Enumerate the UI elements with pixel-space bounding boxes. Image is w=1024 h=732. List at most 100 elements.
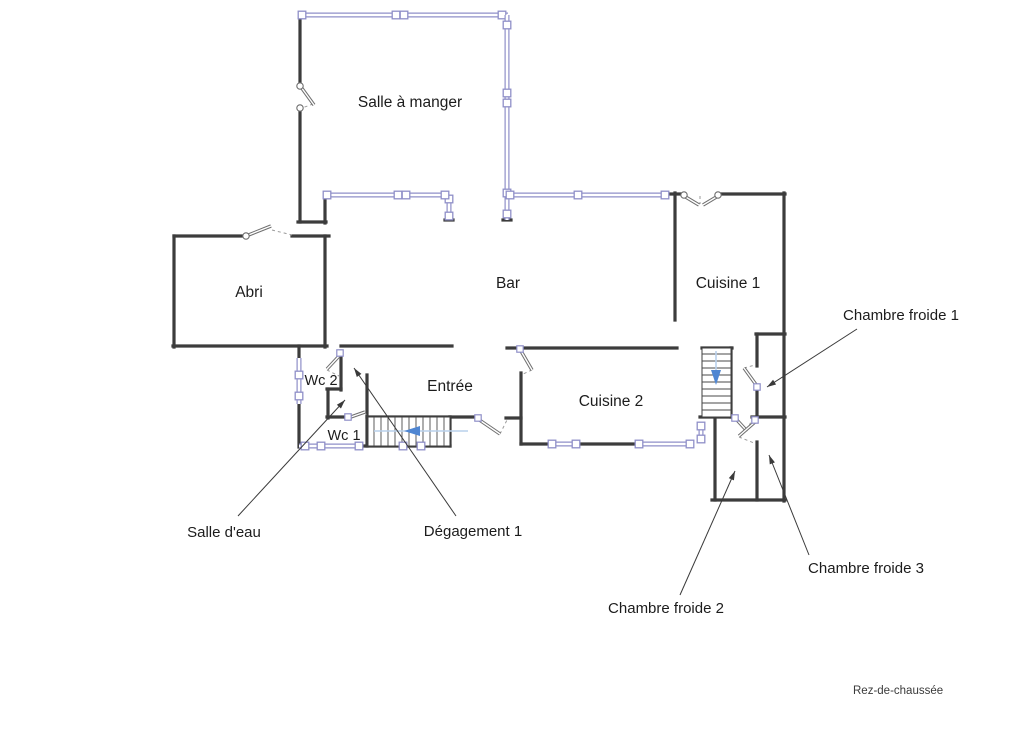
annotation-label-salle-d-eau: Salle d'eau (187, 524, 261, 541)
window-connector (316, 441, 326, 451)
window (634, 439, 695, 449)
stairs-layer (367, 347, 732, 447)
window-connector (294, 391, 304, 401)
door-leaf-inner (300, 86, 315, 106)
window-connector (401, 190, 411, 200)
door-chambre-froide-1 (742, 364, 761, 391)
door-swing-dash (301, 103, 314, 109)
room-label-cuisine-2: Cuisine 2 (579, 393, 644, 410)
window (505, 190, 670, 200)
door-hinge (296, 104, 304, 112)
door-swing-dash (364, 411, 368, 418)
door-hinge (242, 232, 250, 240)
door-hinge (296, 82, 304, 90)
room-label-cuisine-1: Cuisine 1 (696, 275, 761, 292)
door-leaf-inner (520, 350, 533, 371)
window (294, 358, 304, 404)
door-hinge (344, 413, 352, 421)
door-leaf-inner (743, 367, 758, 387)
annotation-line (768, 454, 810, 556)
window-connector (696, 434, 706, 444)
window-connector (416, 441, 426, 451)
door-hinge (516, 345, 524, 353)
annotation-line (353, 367, 457, 517)
door-hinge (680, 191, 688, 199)
window-connector (634, 439, 644, 449)
window-connector (399, 10, 409, 20)
window-connector (573, 190, 583, 200)
door-cuisine1-left (680, 191, 701, 207)
window-connector (685, 439, 695, 449)
door-cuisine2 (516, 345, 534, 375)
window (502, 15, 512, 220)
room-label-abri: Abri (235, 284, 263, 301)
door-leaf-inner (326, 354, 341, 370)
annotations-layer: Chambre froide 1 Salle d'eau Dégagement 1 C… (187, 307, 959, 617)
window-connector (398, 441, 408, 451)
annotation-label-degagement-1: Dégagement 1 (424, 523, 522, 540)
door-hinge (336, 349, 344, 357)
window-connector (322, 190, 332, 200)
annotation-arrowhead-icon (767, 379, 777, 387)
room-label-wc-2: Wc 2 (304, 373, 337, 389)
annotation-arrowhead-icon (769, 455, 775, 465)
annotation-degagement-1: Dégagement 1 (353, 367, 522, 540)
door-chambre-froide-3 (737, 416, 759, 444)
window-connector (660, 190, 670, 200)
door-swing-dash (326, 369, 340, 377)
window-connector (297, 10, 307, 20)
window-connector (547, 439, 557, 449)
window-connector (502, 20, 512, 30)
door-leaf-inner (738, 421, 756, 437)
door-swing-dash (271, 229, 293, 236)
door-hinge (474, 414, 482, 422)
window (547, 439, 581, 449)
window-connector (444, 211, 454, 221)
door-hinge (714, 191, 722, 199)
annotation-arrowhead-icon (336, 400, 345, 409)
door-swing-dash (743, 364, 756, 369)
window-connector (393, 190, 403, 200)
room-label-salle-a-manger: Salle à manger (358, 94, 462, 111)
door-swing-dash (738, 436, 755, 444)
window-connector (502, 209, 512, 219)
annotation-chambre-froide-2: Chambre froide 2 (608, 470, 736, 617)
annotation-chambre-froide-3: Chambre froide 3 (768, 454, 924, 577)
annotation-label-chambre-froide-1: Chambre froide 1 (843, 307, 959, 324)
stairs-horizontal (367, 416, 468, 447)
floor-caption: Rez-de-chaussée (853, 685, 943, 697)
window-connector (440, 190, 450, 200)
door-hinge (753, 383, 761, 391)
window-connector (502, 98, 512, 108)
windows-layer (294, 10, 706, 451)
window (696, 421, 706, 444)
annotation-arrowhead-icon (354, 368, 362, 377)
window-connector (354, 441, 364, 451)
window-connector (571, 439, 581, 449)
annotation-line (766, 328, 858, 388)
window (297, 10, 508, 20)
annotation-line (237, 399, 346, 517)
door-wc2 (325, 349, 344, 377)
window (299, 441, 426, 451)
room-label-entree: Entrée (427, 378, 473, 395)
window-connector (391, 10, 401, 20)
annotation-line (679, 470, 736, 596)
room-label-wc-1: Wc 1 (327, 428, 360, 444)
stair-direction-arrow-icon (404, 426, 420, 436)
door-leaf-inner (245, 225, 272, 237)
doors-layer (242, 82, 761, 444)
annotation-label-chambre-froide-2: Chambre froide 2 (608, 600, 724, 617)
window-connector (505, 190, 515, 200)
window (322, 190, 450, 200)
annotation-label-chambre-froide-3: Chambre froide 3 (808, 560, 924, 577)
stairs-vertical (701, 347, 732, 418)
annotation-chambre-froide-1: Chambre froide 1 (766, 307, 959, 388)
window-connector (294, 370, 304, 380)
door-hinge (751, 416, 759, 424)
door-wc1 (344, 410, 368, 421)
door-hinge (731, 414, 739, 422)
stair-direction-arrow-icon (711, 370, 721, 385)
